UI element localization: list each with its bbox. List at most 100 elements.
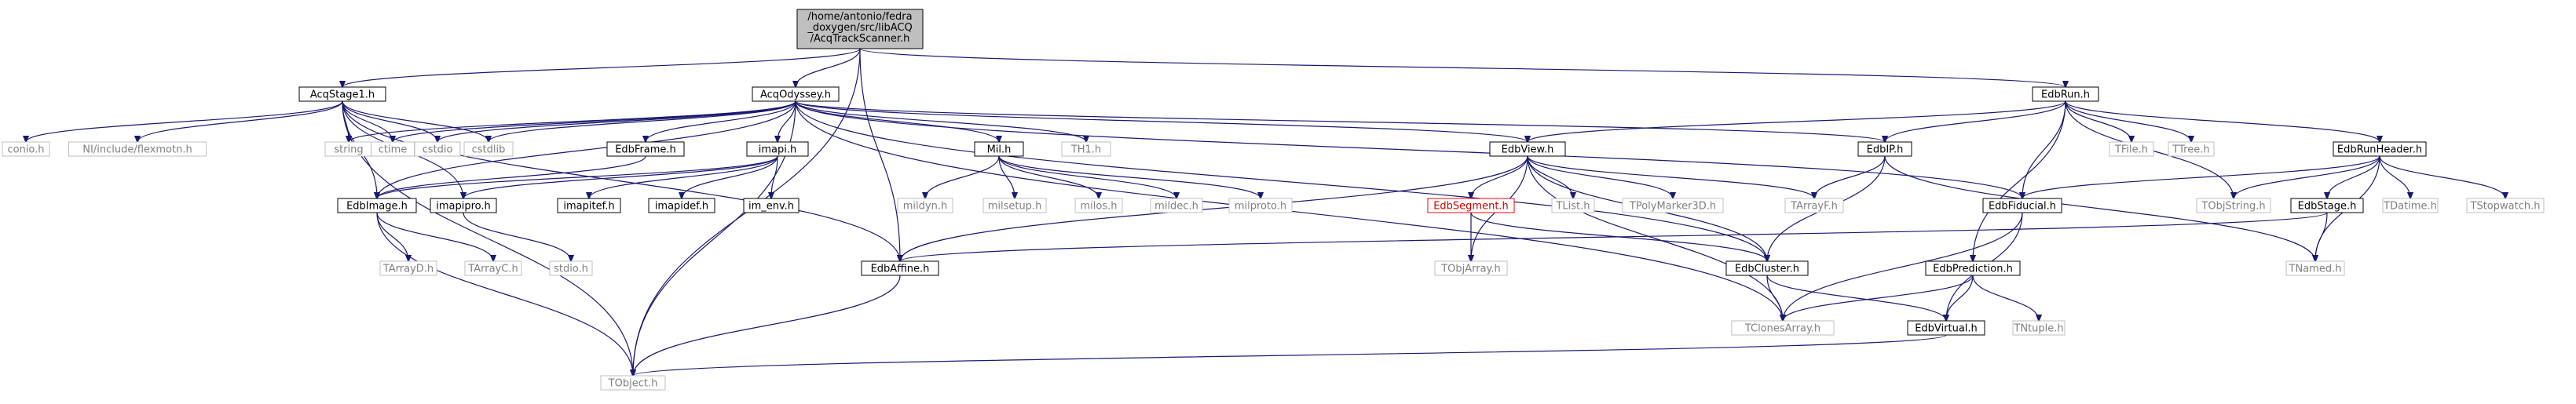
node-box	[897, 198, 953, 213]
node-box	[2285, 260, 2345, 276]
node-cstdlib: cstdlib	[463, 141, 514, 157]
node-mil[interactable]: Mil.h	[974, 141, 1024, 157]
node-label: TPolyMarker3D.h	[1629, 201, 1716, 213]
node-edbrunheader[interactable]: EdbRunHeader.h	[2333, 141, 2427, 157]
node-ttree: TTree.h	[2168, 141, 2215, 157]
edge-edbrun-to-edbfiducial	[2022, 100, 2066, 198]
node-edbprediction[interactable]: EdbPrediction.h	[1925, 260, 2021, 276]
node-conio: conio.h	[2, 141, 50, 157]
node-edbip[interactable]: EdbIP.h	[1857, 141, 1912, 157]
edge-edbrunheader-to-tstopwatch	[2379, 155, 2505, 198]
node-box	[746, 141, 809, 157]
edge-edbprediction-to-tclonesarray	[1783, 275, 1974, 321]
node-imapitef[interactable]: imapitef.h	[557, 198, 621, 213]
edge-edbip-to-tarrayf	[1814, 155, 1886, 198]
node-label: TArrayC.h	[467, 264, 518, 275]
node-edbcluster[interactable]: EdbCluster.h	[1725, 260, 1809, 276]
node-label: AcqStage1.h	[310, 89, 375, 101]
nodes: /home/antonio/fedra_doxygen/src/libACQ/A…	[2, 9, 2545, 391]
node-imapi[interactable]: imapi.h	[746, 141, 809, 157]
node-box	[298, 86, 386, 102]
edge-acqstage1-to-conio	[26, 100, 343, 142]
edge-root-to-edbrun	[859, 48, 2066, 87]
edge-edbrun-to-edbrunheader	[2065, 100, 2380, 142]
node-label: cstdlib	[472, 144, 506, 156]
node-imenv[interactable]: im_env.h	[743, 198, 800, 213]
node-label: TTree.h	[2172, 144, 2209, 156]
node-box	[606, 141, 685, 157]
node-label: stdio.h	[554, 264, 588, 275]
edge-edbrun-to-edbview	[1528, 100, 2066, 142]
node-box	[1150, 198, 1203, 213]
edge-root-to-acqstage1	[342, 48, 861, 87]
node-acqstage1[interactable]: AcqStage1.h	[298, 86, 386, 102]
edge-edbimage-to-tarrayc	[376, 212, 493, 261]
edge-edbrunheader-to-tobjstring	[2234, 155, 2380, 198]
node-edbview[interactable]: EdbView.h	[1489, 141, 1566, 157]
node-edbrun[interactable]: EdbRun.h	[2032, 86, 2099, 102]
node-edbimage[interactable]: EdbImage.h	[337, 198, 417, 213]
root-label-3: /AcqTrackScanner.h	[810, 33, 910, 45]
node-box	[1434, 260, 1508, 276]
node-niflex: NI/include/flexmotn.h	[68, 141, 207, 157]
node-box	[414, 141, 461, 157]
edge-root-to-acqodyssey	[796, 48, 861, 87]
edge-edbrun-to-edbip	[1885, 100, 2066, 142]
node-box	[1907, 320, 1985, 336]
node-box	[743, 198, 800, 213]
node-edbaffine[interactable]: EdbAffine.h	[861, 260, 939, 276]
edge-edbview-to-tclonesarray	[1527, 155, 1783, 321]
edge-edbrun-to-ttree	[2065, 100, 2191, 142]
edge-mil-to-milos	[998, 155, 1099, 198]
node-acqodyssey[interactable]: AcqOdyssey.h	[752, 86, 840, 102]
node-edbsegment[interactable]: EdbSegment.h	[1427, 198, 1515, 213]
node-label: TList.h	[1555, 201, 1590, 213]
edge-acqodyssey-to-edbframe	[646, 100, 796, 142]
node-box	[1489, 141, 1566, 157]
node-edbstage[interactable]: EdbStage.h	[2290, 198, 2364, 213]
node-th1: TH1.h	[1061, 141, 1111, 157]
node-box	[464, 260, 522, 276]
node-box	[1074, 198, 1123, 213]
node-label: imapidef.h	[655, 201, 708, 213]
node-label: milos.h	[1081, 201, 1118, 213]
node-tnamed: TNamed.h	[2285, 260, 2345, 276]
node-label: cstdio	[423, 144, 453, 156]
node-label: TObject.h	[608, 378, 658, 390]
node-mildec: mildec.h	[1150, 198, 1203, 213]
edge-edbrunheader-to-tdatime	[2379, 155, 2410, 198]
node-label: TObjString.h	[2201, 201, 2265, 213]
node-box	[68, 141, 207, 157]
edge-acqodyssey-to-mil	[795, 100, 999, 142]
node-box	[1228, 198, 1293, 213]
node-label: imapi.h	[759, 144, 796, 156]
edge-edbrun-to-edbprediction	[1973, 100, 2066, 261]
node-root[interactable]: /home/antonio/fedra_doxygen/src/libACQ/A…	[796, 9, 924, 49]
node-edbvirtual[interactable]: EdbVirtual.h	[1907, 320, 1985, 336]
node-box	[549, 260, 593, 276]
node-label: AcqOdyssey.h	[760, 89, 831, 101]
edge-edbrunheader-to-edbstage	[2327, 155, 2380, 198]
node-label: EdbView.h	[1502, 144, 1554, 156]
node-box	[1925, 260, 2021, 276]
edge-acqodyssey-to-edbimage	[377, 100, 796, 198]
node-box	[861, 260, 939, 276]
node-label: TArrayD.h	[382, 264, 434, 275]
edge-acqodyssey-to-edbview	[795, 100, 1528, 142]
node-tstopwatch: TStopwatch.h	[2466, 198, 2545, 213]
node-stdio: stdio.h	[549, 260, 593, 276]
node-edbfiducial[interactable]: EdbFiducial.h	[1982, 198, 2062, 213]
node-cstdio: cstdio	[414, 141, 461, 157]
node-box	[379, 260, 437, 276]
edge-edbview-to-tarrayf	[1527, 155, 1814, 198]
edge-mil-to-mildec	[998, 155, 1176, 198]
node-label: TArrayF.h	[1790, 201, 1838, 213]
edge-mil-to-milsetup	[998, 155, 1015, 198]
edge-edbframe-to-edbimage	[377, 155, 646, 198]
root-label-2: _doxygen/src/libACQ	[807, 22, 912, 34]
edge-edbview-to-edbaffine	[900, 155, 1528, 261]
node-imapipro[interactable]: imapipro.h	[430, 198, 497, 213]
node-edbframe[interactable]: EdbFrame.h	[606, 141, 685, 157]
node-imapidef[interactable]: imapidef.h	[648, 198, 715, 213]
edge-imapi-to-edbimage	[377, 155, 778, 198]
